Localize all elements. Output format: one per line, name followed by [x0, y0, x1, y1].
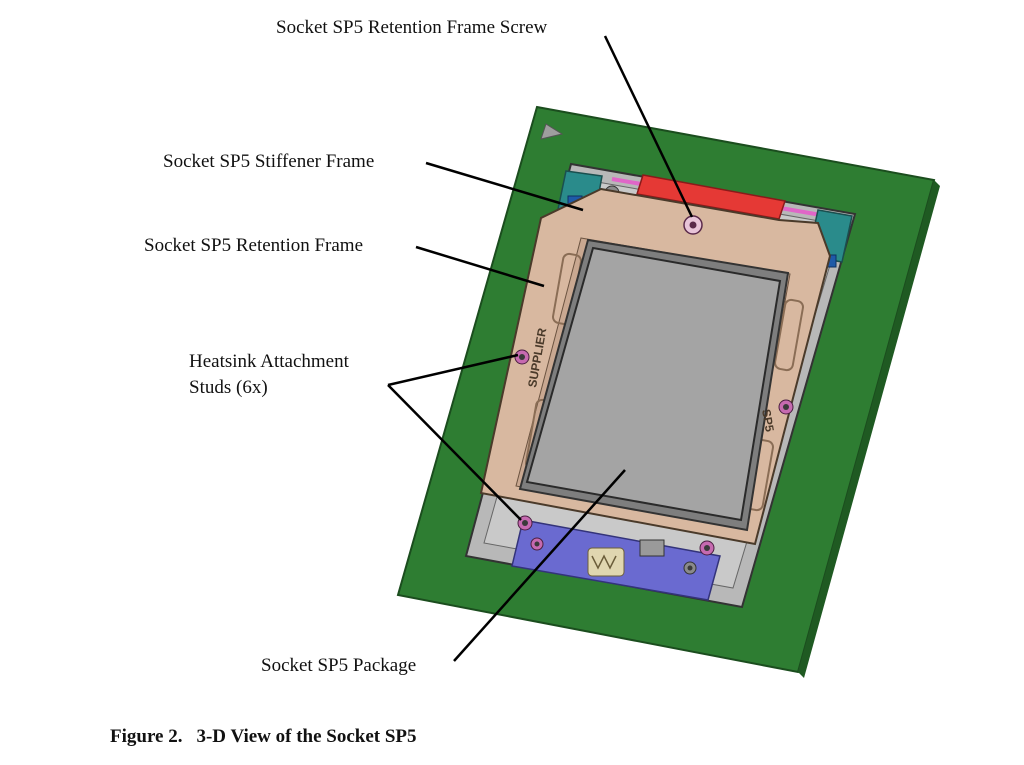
leader-retention-frame [415, 245, 545, 288]
figure-caption: Figure 2. 3-D View of the Socket SP5 [110, 726, 417, 748]
leader-heatsink-stud-lower [387, 384, 522, 521]
heatsink-stud-bottom-left [517, 515, 533, 531]
pin1-triangle-marker [540, 123, 564, 140]
heatsink-stud-bottom-right-2 [683, 561, 697, 575]
retention-frame-screw [683, 215, 703, 235]
label-heatsink-studs-line2: Studs (6x) [189, 377, 268, 398]
label-retention-frame: Socket SP5 Retention Frame [144, 235, 364, 256]
label-retention-frame-screw: Socket SP5 Retention Frame Screw [276, 17, 548, 38]
cpu-package-lid [525, 246, 782, 522]
heatsink-stud-right [778, 399, 794, 415]
heatsink-stud-bottom-left-2 [530, 537, 544, 551]
leader-package [453, 469, 626, 662]
heatsink-stud-left [514, 349, 530, 365]
leader-retention-frame-screw [603, 35, 694, 218]
frame-stamp-sp5: SP5 [759, 408, 777, 433]
leader-heatsink-stud-upper [387, 353, 519, 387]
label-heatsink-studs-line1: Heatsink Attachment [189, 351, 349, 372]
figure-title: 3-D View of the Socket SP5 [196, 726, 417, 747]
label-package: Socket SP5 Package [261, 655, 417, 676]
leader-lines [387, 35, 694, 662]
heatsink-stud-bottom-right [699, 540, 715, 556]
board-edge-shadow [798, 180, 940, 678]
label-stiffener-frame: Socket SP5 Stiffener Frame [163, 151, 375, 172]
figure-number: Figure 2. [110, 726, 183, 747]
leader-stiffener-frame [425, 161, 584, 212]
